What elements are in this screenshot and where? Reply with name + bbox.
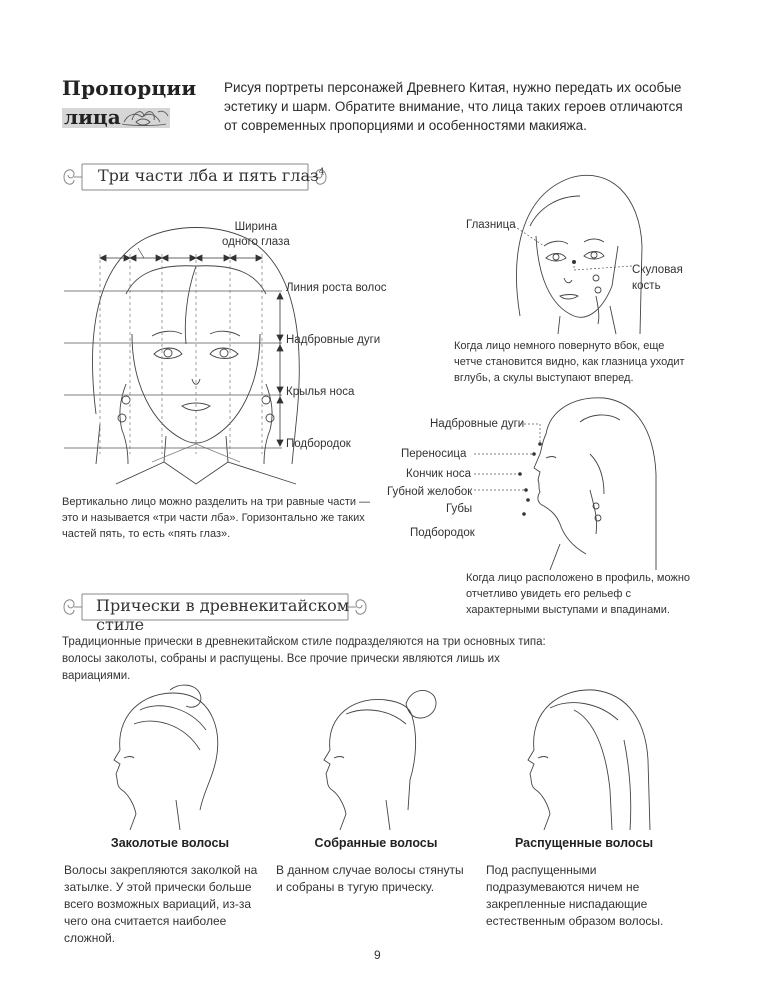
intro-paragraph: Рисуя портреты персонажей Древнего Китая… [224,80,683,133]
three-quarter-caption: Когда лицо немного повернуто вбок, еще ч… [454,340,685,384]
profile-guide-lines [474,423,542,516]
three-quarter-face-diagram [513,174,643,335]
loose-hair-illustration [527,689,651,830]
section-title: Прически в древнекитайском стиле [96,596,350,634]
profile-caption: Когда лицо расположено в профиль, можно … [466,572,691,616]
label-philtrum: Губной желобок [387,486,473,498]
page-title-line2: лица [64,105,121,129]
front-face-diagram [64,227,300,485]
hairstyles-intro: Традиционные прически в древнекитайском … [62,636,546,682]
page-title: Пропорции лица [62,76,197,129]
hairstyle-title-pinned: Заколотые волосы [110,836,230,850]
section-title: Три части лба и пять глаз [98,166,319,185]
label-orbit: Глазница [466,219,516,231]
hairstyle-title-loose: Распущенные волосы [515,836,653,850]
label-nose-wings: Крылья носа [286,386,355,398]
ornament-frame-icon [63,163,327,191]
label-profile-chin: Подбородок [410,527,475,539]
page-title-line1: Пропорции [62,76,197,100]
hairstyle-text-gathered: В данном случае волосы стянуты и собраны… [276,863,464,894]
gathered-hair-illustration [323,689,437,830]
front-face-caption: Вертикально лицо можно разделить на три … [62,496,371,540]
flower-icon [121,110,169,126]
page-number: 9 [374,948,381,962]
label-cheekbone: Скуловая кость [632,264,683,292]
hairstyle-text-loose: Под распущенными подразумеваются ничем н… [486,863,664,928]
label-hairline: Линия роста волос [286,282,387,294]
pinned-hair-illustration [113,684,219,830]
label-nose-tip: Кончик носа [406,468,471,480]
label-brow-ridge: Надбровные дуги [286,334,381,346]
label-nose-bridge: Переносица [401,448,467,460]
label-eye-width: Ширина одного глаза [222,221,290,248]
section-heading-proportions: Три части лба и пять глаз4 [60,160,330,194]
profile-face-diagram [533,397,657,570]
label-lips: Губы [446,503,473,515]
hairstyle-title-gathered: Собранные волосы [314,836,438,850]
label-chin: Подбородок [286,438,351,450]
section-heading-hairstyles: Прически в древнекитайском стиле [60,590,370,634]
ornament-frame-icon [63,593,367,621]
label-profile-brow: Надбровные дуги [430,418,525,430]
hairstyle-text-pinned: Волосы закрепляются заколкой на затылке.… [64,863,258,945]
footnote-mark: 4 [318,167,325,178]
